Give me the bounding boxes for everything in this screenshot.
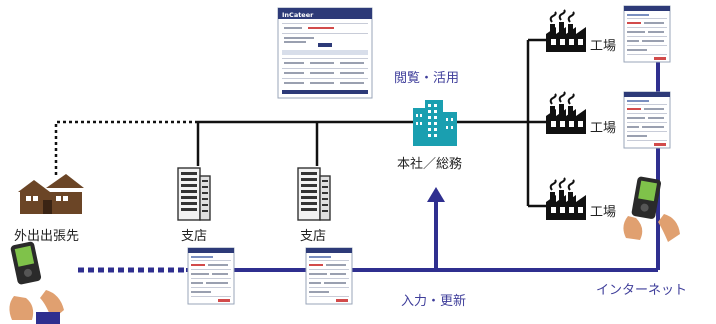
- factory-screen-1: [623, 5, 671, 63]
- label-factory-1: 工場: [590, 39, 617, 54]
- factory-icon: [545, 177, 587, 221]
- label-view-use: 閲覧・活用: [394, 71, 460, 86]
- branch-screen-2: [305, 247, 353, 305]
- label-input-update: 入力・更新: [401, 294, 467, 309]
- label-factory-3: 工場: [590, 205, 617, 220]
- label-branch-1: 支店: [181, 229, 208, 244]
- office-building-icon: [413, 100, 457, 146]
- branch-screen-1: [187, 247, 235, 305]
- label-internet: インターネット: [596, 283, 688, 298]
- web-screen-thumbnail: InCateer: [277, 7, 373, 99]
- factory-icon: [545, 9, 587, 53]
- label-branch-2: 支店: [300, 229, 327, 244]
- branch-building-icon: [297, 167, 331, 221]
- pda-handheld-icon: [623, 176, 680, 242]
- branch-building-icon: [177, 167, 211, 221]
- factory-icon: [545, 91, 587, 135]
- house-icon: [18, 174, 84, 214]
- update-arrow-head: [427, 187, 445, 202]
- label-factory-2: 工場: [590, 121, 617, 136]
- label-hq: 本社／総務: [397, 157, 463, 172]
- factory-screen-2: [623, 91, 671, 149]
- network-lines: [54, 38, 546, 208]
- field-dotted-link: [54, 120, 198, 178]
- screen-header-text: InCateer: [282, 11, 314, 19]
- pda-handheld-icon: [9, 241, 64, 324]
- label-field: 外出出張先: [14, 229, 80, 244]
